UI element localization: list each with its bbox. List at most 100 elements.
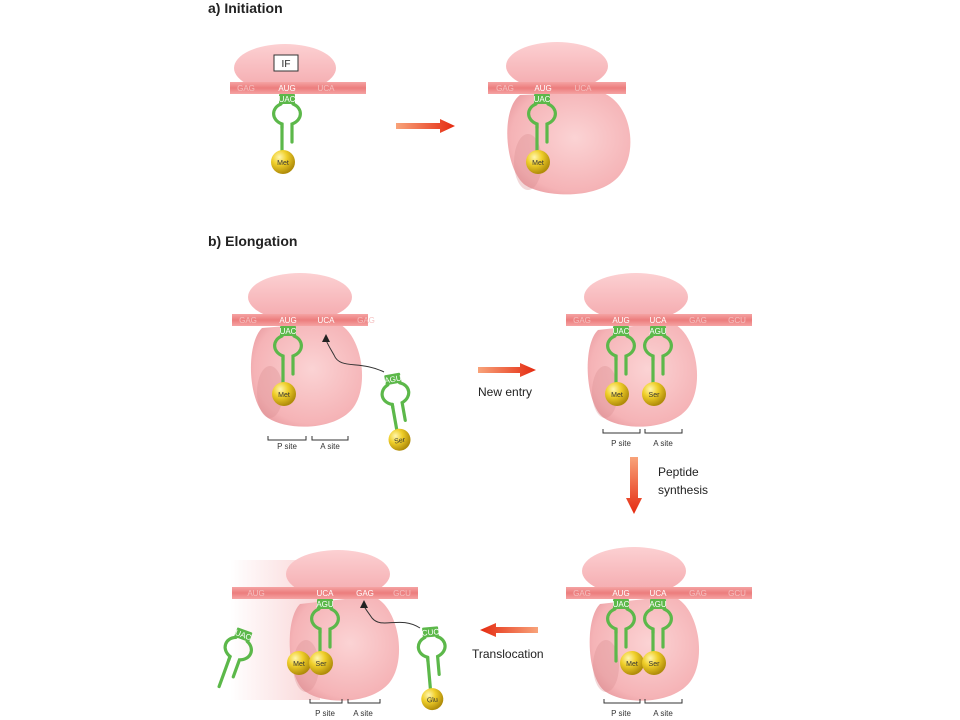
amino-acid-met-label: Met [293,661,305,668]
section-title-initiation: a) Initiation [208,0,283,16]
elongation-panel-1: GAG AUG UCA GAG UAC Met AGU Ser P site A… [232,273,418,451]
anticodon-agu: AGU [649,327,667,336]
amino-acid-ser-label: Ser [649,661,661,668]
codon-gag: GAG [573,316,591,325]
site-brackets [602,429,683,434]
arrow-peptide-synthesis [626,457,642,514]
small-subunit [582,547,686,595]
codon-aug: AUG [247,589,264,598]
codon-gag-2: GAG [357,316,375,325]
codon-aug: AUG [612,589,629,598]
site-brackets [267,436,349,441]
amino-acid-met [605,382,629,406]
codon-gag-2: GAG [689,316,707,325]
small-subunit [248,273,352,321]
site-brackets [309,699,381,704]
trna-met: UAC Met [526,92,557,174]
p-site-label: P site [277,442,297,451]
amino-acid-met [271,150,295,174]
codon-aug: AUG [278,84,295,93]
trna-ser: AGU [310,597,340,663]
mrna-strand [232,587,418,599]
anticodon-agu: AGU [316,600,334,609]
mrna-strand [232,314,368,326]
anticodon-uac: UAC [613,600,630,609]
entry-path [363,605,421,629]
codon-uca: UCA [650,589,668,598]
step-peptide-label-2: synthesis [658,483,708,497]
p-site-label: P site [315,709,335,718]
entry-path [325,339,385,373]
small-subunit [584,273,688,321]
codon-gcu: GCU [393,589,411,598]
anticodon-uac: UAC [613,327,630,336]
codon-uca: UCA [650,316,668,325]
amino-acid-glu-label: Glu [427,697,439,705]
elongation-panel-4: AUG UCA GAG GCU AGU Met Ser UAC CUC Glu … [209,550,451,718]
initiation-complex-right: GAG AUG UCA UAC Met [488,42,631,195]
mrna-strand [566,314,752,326]
codon-uca: UCA [318,316,336,325]
amino-acid-ser-label: Ser [394,437,407,446]
amino-acid-met-label: Met [626,661,638,668]
codon-aug: AUG [534,84,551,93]
amino-acid-glu [421,688,444,711]
a-site-label: A site [320,442,340,451]
amino-acid-met [526,150,550,174]
trna-ser: AGU Ser [642,324,673,406]
amino-acid-ser [642,382,666,406]
mrna-strand [566,587,752,599]
amino-acid-ser [388,428,411,451]
codon-gag: GAG [356,589,374,598]
amino-acid-met [272,382,296,406]
anticodon-uac: UAC [280,327,297,336]
entry-arrowhead [360,600,368,608]
trna-ser-incoming: AGU Ser [377,370,418,451]
codon-gcu: GCU [728,316,746,325]
trna-met: UAC Met [605,324,636,406]
amino-acid-ser-label: Ser [316,661,328,668]
anticodon-cuc: CUC [421,627,439,637]
p-site-label: P site [611,439,631,448]
codon-aug: AUG [612,316,629,325]
elongation-panel-2: GAG AUG UCA GAG GCU UAC Met AGU Ser P si… [566,273,752,448]
arrow-new-entry [478,363,536,377]
amino-acid-ser-label: Ser [649,392,661,399]
elongation-panel-3: GAG AUG UCA GAG GCU UAC AGU Met Ser P si… [566,547,752,718]
arrow-translocation [480,623,538,637]
trna-glu-incoming: CUC Glu [415,624,451,711]
entry-arrowhead [322,334,330,342]
amino-acid-ser [309,651,333,675]
trna-met: UAC Met [272,324,303,406]
step-peptide-label-1: Peptide [658,465,699,479]
anticodon-uac: UAC [534,95,551,104]
codon-gag: GAG [573,589,591,598]
trna-met: UAC Met [271,92,302,174]
anticodon-uac: UAC [279,95,296,104]
mrna-strand [488,82,626,94]
mrna-strand [230,82,366,94]
initiation-complex-left: GAG AUG UCA IF UAC Met [230,44,366,174]
anticodon-agu: AGU [649,600,667,609]
p-site-label: P site [611,709,631,718]
a-site-label: A site [353,709,373,718]
amino-acid-met-label: Met [611,392,623,399]
amino-acid-met [620,651,644,675]
codon-gag: GAG [496,84,514,93]
trna-uac: UAC [606,597,636,663]
anticodon-agu: AGU [384,373,403,385]
codon-aug: AUG [279,316,296,325]
codon-gag: GAG [239,316,257,325]
codon-uca: UCA [317,589,335,598]
large-subunit [289,596,400,701]
section-title-elongation: b) Elongation [208,233,298,249]
initiation-factor-label: IF [282,59,291,70]
codon-gcu: GCU [728,589,746,598]
amino-acid-met-label: Met [532,160,544,167]
amino-acid-met [287,651,311,675]
amino-acid-ser [642,651,666,675]
amino-acid-met-label: Met [277,160,289,167]
step-new-entry-label: New entry [478,385,532,399]
trna-ser: AGU [643,597,673,663]
